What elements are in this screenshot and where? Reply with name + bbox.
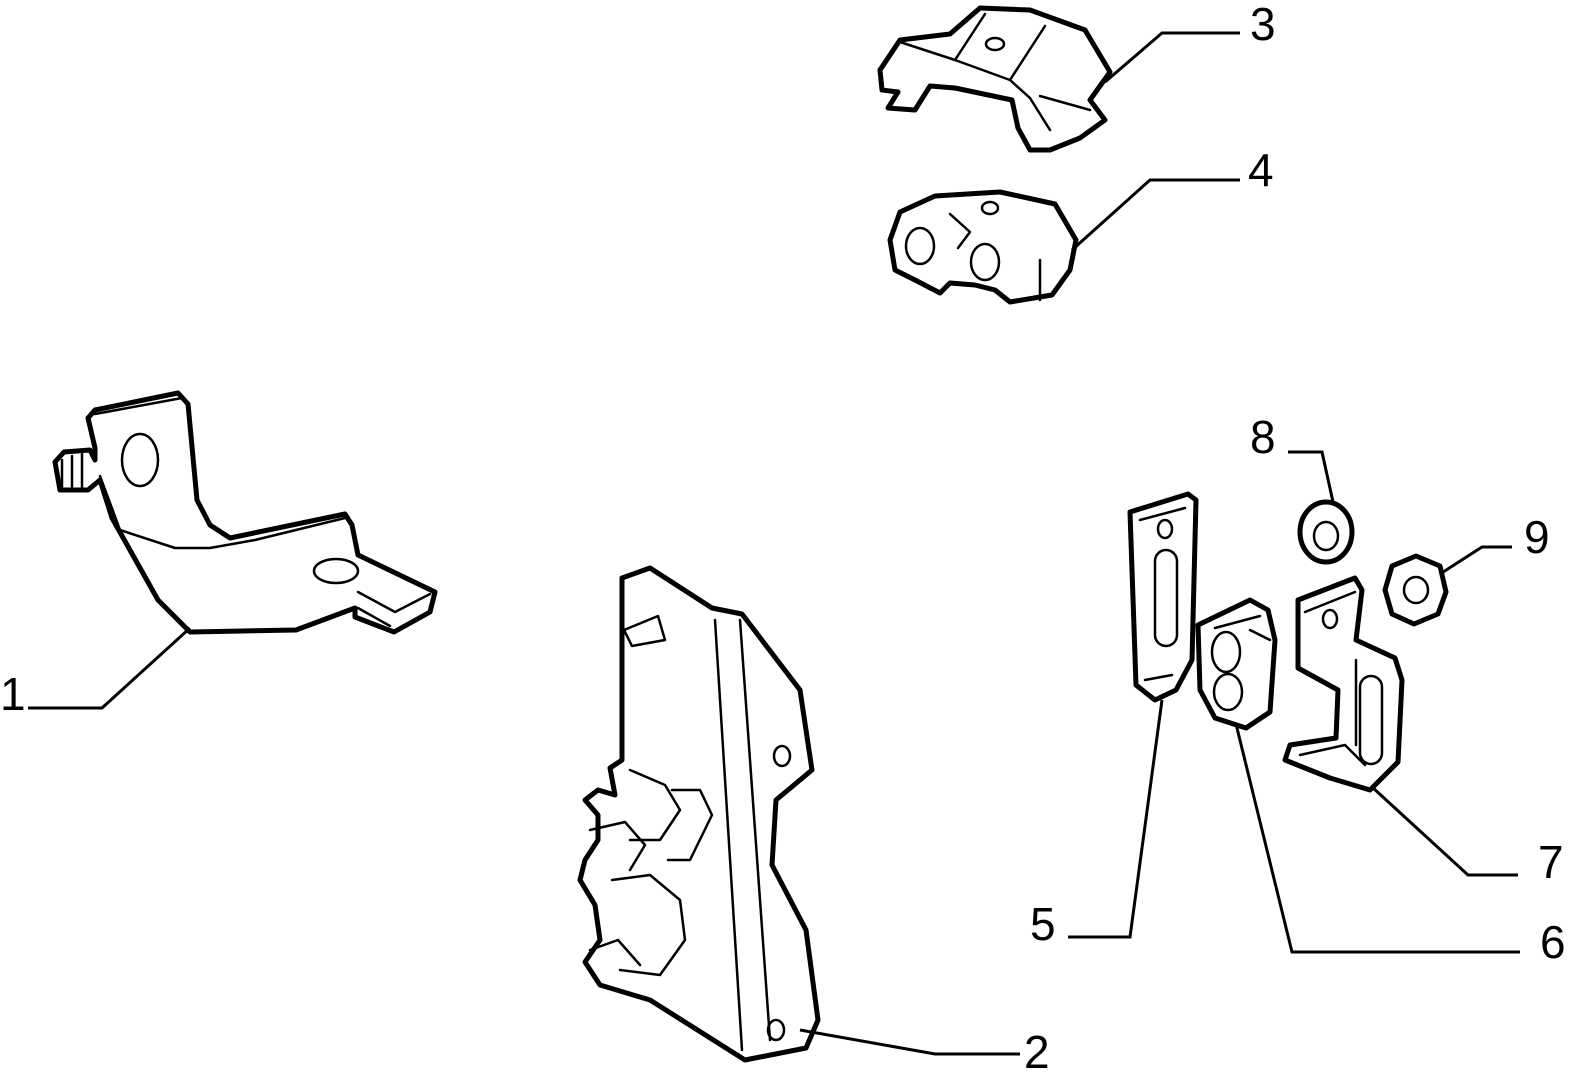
leader-lines [28, 31, 1520, 1056]
callout-9: 9 [1524, 511, 1550, 563]
callout-8: 8 [1250, 411, 1276, 463]
part-4-twin-clip [887, 189, 1079, 305]
leader-4 [1070, 178, 1240, 252]
leader-9 [1439, 545, 1512, 576]
callout-3: 3 [1250, 0, 1276, 50]
part-3-u-clip [877, 5, 1113, 153]
leader-6 [1234, 723, 1520, 954]
part-1-bracket [52, 390, 438, 635]
callout-1: 1 [0, 668, 26, 720]
callout-5: 5 [1030, 898, 1056, 950]
callout-6: 6 [1540, 916, 1566, 968]
part-5-strap [1127, 491, 1199, 703]
part-8-washer [1297, 499, 1355, 565]
leader-1 [28, 626, 192, 710]
part-2-plate [577, 565, 821, 1063]
leader-2 [799, 1028, 1020, 1056]
leader-5 [1068, 699, 1164, 939]
leader-3 [1104, 31, 1240, 84]
callout-2: 2 [1024, 1026, 1050, 1078]
callout-7: 7 [1538, 836, 1564, 888]
part-9-hex-nut [1382, 553, 1449, 627]
callout-4: 4 [1248, 144, 1274, 196]
part-7-z-bracket [1282, 575, 1405, 793]
part-6-block-clip [1195, 597, 1278, 731]
leader-7 [1370, 785, 1518, 877]
leader-8 [1288, 450, 1335, 503]
